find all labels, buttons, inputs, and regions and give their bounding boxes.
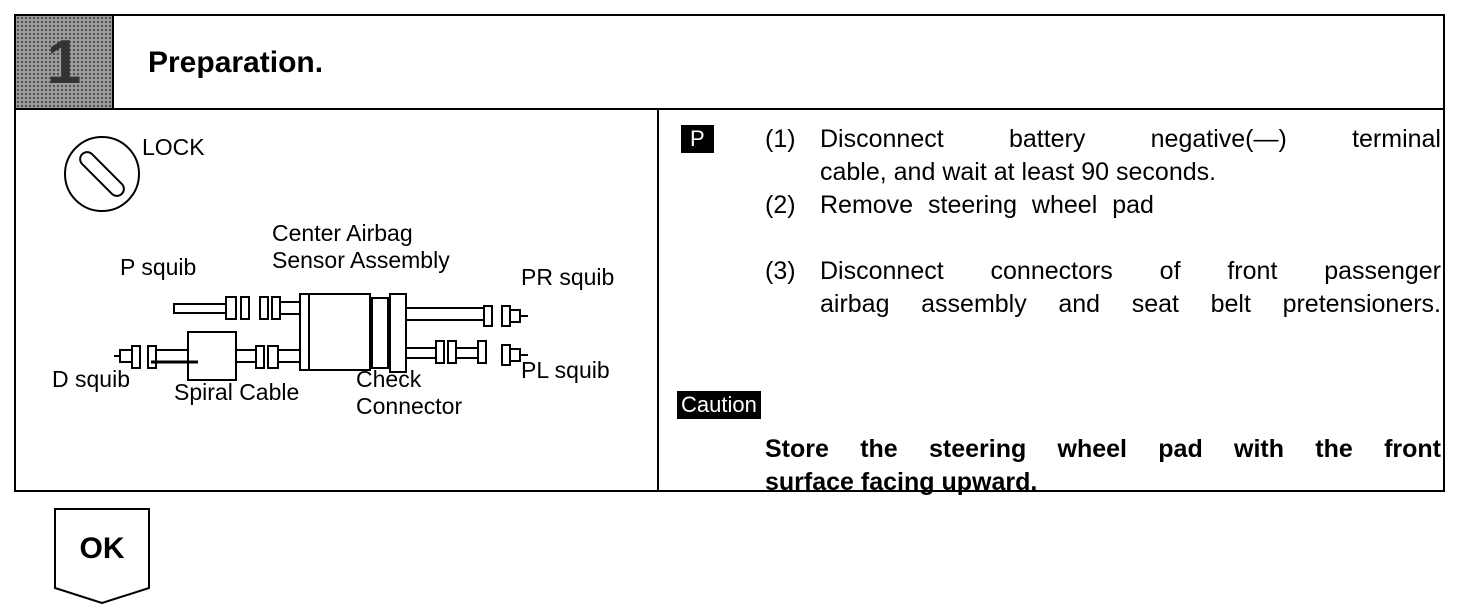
lock-label: LOCK xyxy=(142,134,205,160)
caution-text-line: Store the steering wheel pad with the fr… xyxy=(765,435,1441,463)
instruction-item: (3) Disconnect connectors of front passe… xyxy=(765,255,1441,321)
instruction-text-line: Disconnect battery negative(—) terminal xyxy=(820,125,1441,153)
ignition-lock-icon xyxy=(64,136,140,212)
step-number: 1 xyxy=(16,16,114,108)
check-connector-label-line2: Connector xyxy=(356,393,463,419)
caution-text: Store the steering wheel pad with the fr… xyxy=(765,433,1441,499)
instruction-number: (2) xyxy=(765,191,796,219)
pl-squib-label: PL squib xyxy=(521,357,610,383)
instruction-number: (3) xyxy=(765,257,796,285)
wiring-diagram-panel: LOCK xyxy=(16,108,659,490)
caution-text-line: surface facing upward. xyxy=(765,468,1038,496)
ok-label: OK xyxy=(79,532,125,565)
check-connector-label-line1: Check xyxy=(356,366,422,392)
ok-pentagon-shape xyxy=(54,508,150,604)
center-airbag-label-line1: Center Airbag xyxy=(272,220,413,246)
instruction-number: (1) xyxy=(765,125,796,153)
instruction-item: (1) Disconnect battery negative(—) termi… xyxy=(765,123,1441,189)
instruction-text-line: airbag assembly and seat belt pretension… xyxy=(820,290,1441,318)
instruction-text-line: Disconnect connectors of front passenger xyxy=(820,257,1441,285)
procedure-badge: P xyxy=(681,125,714,153)
ok-button[interactable]: OK xyxy=(54,508,150,604)
center-airbag-label-line2: Sensor Assembly xyxy=(272,247,450,273)
pr-squib-label: PR squib xyxy=(521,264,615,290)
procedure-step-box: 1 Preparation. LOCK xyxy=(14,14,1445,496)
instruction-text-line: Remove steering wheel pad xyxy=(820,191,1154,219)
instruction-text-line: cable, and wait at least 90 seconds. xyxy=(820,158,1217,186)
instruction-item: (2) Remove steering wheel pad xyxy=(765,189,1441,222)
airbag-wiring-schematic xyxy=(114,293,528,381)
step-title: Preparation. xyxy=(148,46,324,79)
step-header: 1 Preparation. xyxy=(16,16,1443,110)
d-squib-label: D squib xyxy=(52,366,130,392)
instructions-panel: P (1) Disconnect battery negative(—) ter… xyxy=(659,108,1443,496)
caution-badge: Caution xyxy=(677,391,761,419)
p-squib-label: P squib xyxy=(120,254,197,280)
spiral-cable-label: Spiral Cable xyxy=(174,379,300,405)
